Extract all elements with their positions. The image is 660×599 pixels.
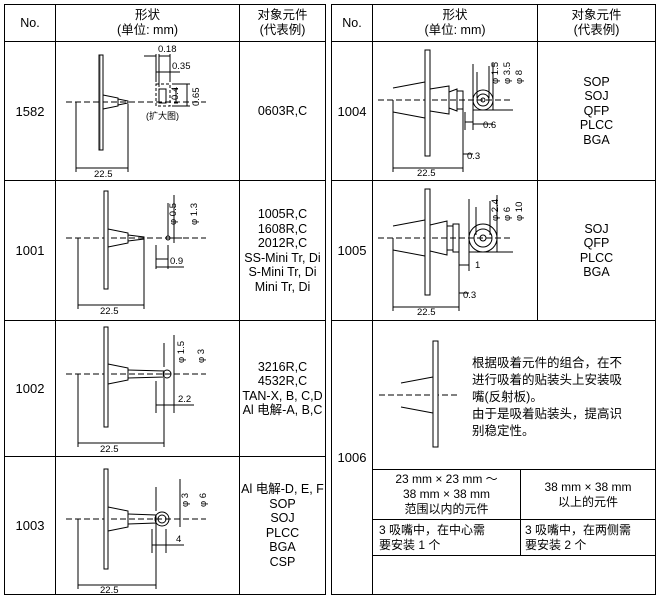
dim-label: φ 0.5 [168, 203, 179, 225]
dim-label: 1 [475, 260, 480, 271]
nozzle-number: 1004 [337, 103, 367, 119]
subtable-body-left: 3 吸嘴中，在中心需 要安装 1 个 [379, 523, 486, 552]
nozzle-1005-diagram: φ 2.4 φ 6 φ 10 1 0.3 22.5 [378, 188, 525, 318]
dim-label: 22.5 [417, 307, 436, 318]
nozzle-number: 1001 [15, 243, 45, 258]
dim-label: 0.4 [170, 87, 181, 100]
nozzle-1002-diagram: φ 1.5 φ 3 2.2 22.5 [66, 326, 207, 455]
dim-label: φ 1.5 [490, 62, 501, 84]
dim-label: φ 2.4 [490, 199, 501, 221]
dim-label: φ 1.3 [189, 203, 200, 225]
subtable-header-right: 38 mm × 38 mm 以上的元件 [544, 479, 632, 509]
nozzle-number: 1582 [15, 103, 45, 119]
dim-label: φ 6 [502, 207, 513, 221]
nozzle-1003-diagram: φ 3 φ 6 4 22.5 [66, 468, 209, 594]
nozzle-number: 1006 [337, 450, 367, 465]
target-parts: Al 电解-D, E, F SOP SOJ PLCC BGA CSP [241, 482, 324, 569]
header-no: No. [342, 15, 362, 30]
header-shape: 形状 (单位: mm) [424, 8, 486, 37]
nozzle-number: 1002 [15, 381, 45, 396]
target-parts: 0603R,C [257, 103, 308, 118]
nozzle-1006-note: 根据吸着元件的组合，在不 进行吸着的贴装头上安装吸 嘴(反射板)。 由于是吸着贴… [472, 356, 623, 438]
dim-label: φ 3 [180, 493, 191, 507]
nozzle-1006-subtable: 23 mm × 23 mm ～ 38 mm × 38 mm 范围以内的元件 38… [373, 469, 655, 594]
dim-label: φ 8 [514, 70, 525, 84]
target-parts: 1005R,C 1608R,C 2012R,C SS-Mini Tr, Di S… [244, 207, 321, 294]
dim-label: 0.3 [463, 290, 476, 301]
dim-label: φ 3.5 [502, 62, 513, 84]
target-parts: SOJ QFP PLCC BGA [579, 221, 614, 280]
header-parts: 对象元件 (代表例) [257, 8, 308, 37]
dim-label: 0.6 [483, 120, 496, 131]
subtable-header-left: 23 mm × 23 mm ～ 38 mm × 38 mm 范围以内的元件 [395, 472, 498, 516]
header-parts: 对象元件 (代表例) [571, 8, 622, 37]
dim-label: 22.5 [417, 168, 436, 179]
dim-label: 22.5 [100, 306, 119, 317]
header-shape: 形状 (单位: mm) [116, 8, 179, 37]
nozzle-number: 1003 [15, 518, 45, 533]
nozzle-1001-diagram: φ 0.5 φ 1.3 0.9 22.5 [66, 190, 206, 317]
dim-label: 0.35 [172, 61, 191, 72]
nozzle-1006-diagram [379, 340, 457, 448]
subtable-body-right: 3 吸嘴中，在两侧需 要安装 2 个 [525, 523, 632, 552]
dim-label: φ 6 [198, 493, 209, 507]
target-parts: 3216R,C 4532R,C TAN-X, B, C,D Al 电解-A, B… [242, 359, 323, 418]
header-no: No. [20, 15, 40, 30]
dim-label: 2.2 [178, 394, 191, 405]
enlarged-view-note: (扩大图) [146, 110, 179, 121]
dim-label: 0.18 [158, 44, 177, 55]
left-table: No. 形状 (单位: mm) 对象元件 (代表例) 1582 0603R,C [4, 4, 326, 595]
dim-label: 0.9 [170, 256, 183, 267]
nozzle-1582-diagram: 0.18 0.35 0.4 0.65 (扩大图) 22.5 [66, 44, 206, 180]
dim-label: 22.5 [100, 585, 119, 594]
target-parts: SOP SOJ QFP PLCC BGA [579, 74, 614, 147]
dim-label: φ 3 [196, 349, 207, 363]
nozzle-1004-diagram: φ 1.5 φ 3.5 φ 8 0.6 0.3 22.5 [378, 49, 525, 179]
dim-label: 22.5 [94, 169, 113, 180]
dim-label: 0.3 [467, 151, 480, 162]
dim-label: φ 10 [514, 202, 525, 221]
nozzle-number: 1005 [337, 243, 367, 258]
dim-label: 0.65 [191, 88, 202, 107]
right-table: No. 形状 (单位: mm) 对象元件 (代表例) 1004 SOP SOJ … [331, 4, 656, 595]
dim-label: φ 1.5 [176, 341, 187, 363]
dim-label: 22.5 [100, 444, 119, 455]
dim-label: 4 [176, 534, 181, 545]
